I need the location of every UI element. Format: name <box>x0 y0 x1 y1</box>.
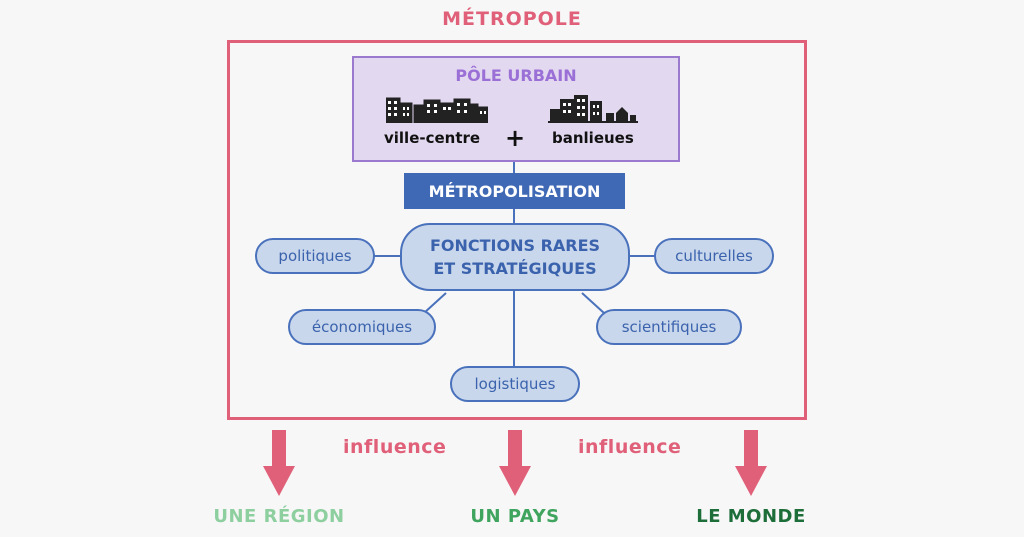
influence-label-left: influence <box>343 436 447 458</box>
node-politiques: politiques <box>255 238 375 274</box>
down-arrow-icon <box>499 430 531 496</box>
fonctions-rares-node: FONCTIONS RARES ET STRATÉGIQUES <box>400 223 630 291</box>
plus-sign: + <box>505 124 526 152</box>
pole-urbain-title: PÔLE URBAIN <box>455 66 577 85</box>
connector-scientifiques <box>581 292 605 314</box>
destination-pays: UN PAYS <box>470 506 560 527</box>
banlieues-label: banlieues <box>552 129 634 147</box>
connector-economiques <box>423 292 447 314</box>
down-arrow-icon <box>263 430 295 496</box>
destination-region: UNE RÉGION <box>213 506 345 527</box>
city-center-buildings-icon <box>386 97 488 123</box>
destination-monde: LE MONDE <box>696 506 806 527</box>
influence-label-right: influence <box>578 436 682 458</box>
pole-urbain-box <box>352 56 680 162</box>
center-line-1: FONCTIONS RARES <box>429 236 601 255</box>
metropole-frame <box>227 40 807 420</box>
node-scientifiques: scientifiques <box>596 309 742 345</box>
metropole-title: MÉTROPOLE <box>442 8 582 30</box>
suburb-buildings-icon <box>548 95 638 123</box>
down-arrow-icon <box>735 430 767 496</box>
ville-centre-label: ville-centre <box>384 129 481 147</box>
node-logistiques: logistiques <box>450 366 580 402</box>
center-line-2: ET STRATÉGIQUES <box>433 259 597 278</box>
metropolisation-box: MÉTROPOLISATION <box>404 173 625 209</box>
node-culturelles: culturelles <box>654 238 774 274</box>
node-economiques: économiques <box>288 309 436 345</box>
